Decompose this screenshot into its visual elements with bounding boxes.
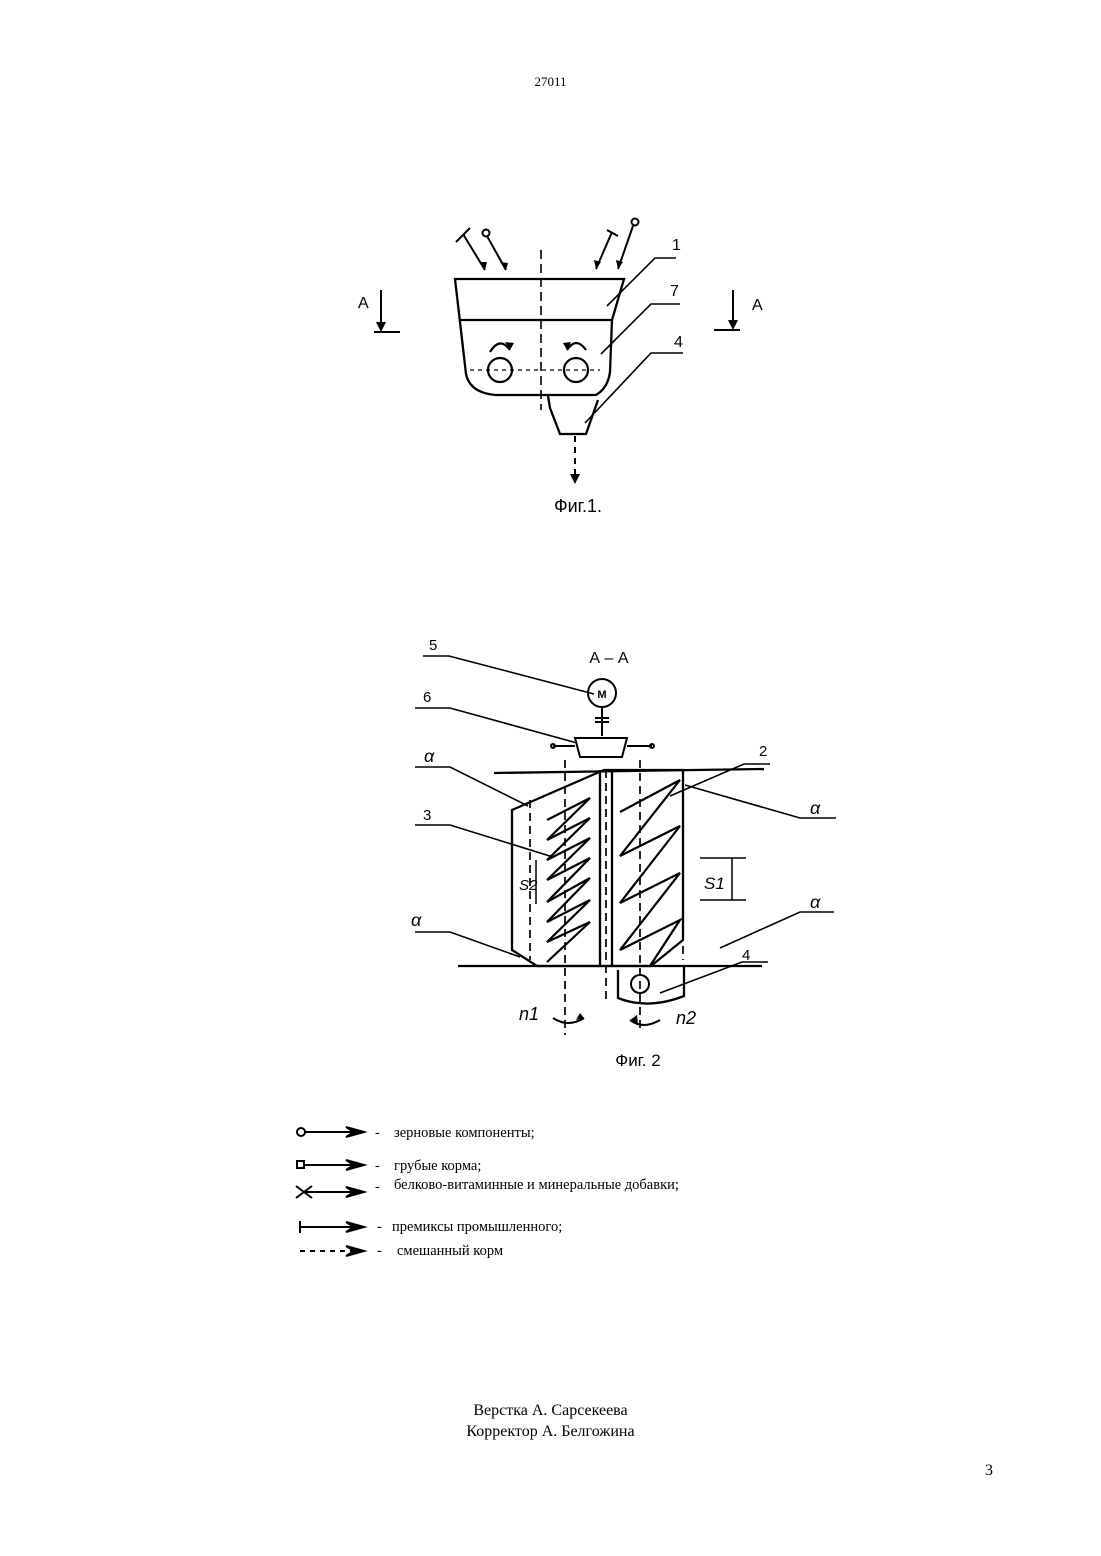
legend-text-additives: белково-витаминные и минеральные добавки… — [394, 1175, 714, 1196]
angle-label: α — [411, 910, 422, 930]
callout-5: 5 — [429, 637, 437, 654]
motor-label: М — [597, 689, 606, 701]
corrector-credit: Корректор А. Белгожина — [0, 1421, 1101, 1442]
square-arrow-icon — [297, 1160, 364, 1170]
speed-label-n2: n2 — [676, 1008, 696, 1028]
mixer-vessel — [455, 279, 624, 434]
page-number: 3 — [985, 1462, 993, 1480]
angle-label: α — [810, 798, 821, 818]
figure-2-caption: Фиг. 2 — [615, 1051, 660, 1070]
callout-4: 4 — [674, 334, 683, 351]
callout-7: 7 — [670, 283, 679, 300]
callout-6: 6 — [423, 689, 431, 706]
callout-2: 2 — [759, 743, 767, 760]
section-marker-right: А — [752, 297, 763, 314]
credits: Верстка А. Сарсекеева Корректор А. Белго… — [0, 1400, 1101, 1442]
legend: - зерновые компоненты; - грубые корма; -… — [290, 1115, 730, 1270]
legend-dash: - — [375, 1125, 380, 1141]
cross-arrow-icon — [296, 1186, 364, 1198]
dashed-arrow-icon — [300, 1246, 364, 1256]
legend-text-grain: зерновые компоненты; — [394, 1125, 535, 1141]
bar-arrow-icon — [300, 1221, 364, 1233]
callout-3: 3 — [423, 807, 431, 824]
circle-arrow-icon — [297, 1127, 364, 1137]
legend-text-premix: премиксы промышленного; — [392, 1219, 562, 1235]
angle-label: α — [424, 746, 435, 766]
legend-dash: - — [375, 1179, 380, 1195]
legend-dash: - — [377, 1243, 382, 1259]
section-marker-left: А — [358, 295, 369, 312]
callout-4: 4 — [742, 947, 750, 964]
figure-1-caption: Фиг.1. — [554, 496, 602, 516]
section-title: А – А — [589, 650, 628, 667]
figure-2: А – А М — [380, 630, 850, 1075]
pitch-label-s1: S1 — [704, 874, 725, 893]
figure-1: А А 1 7 4 Фиг.1. — [340, 205, 780, 535]
layout-credit: Верстка А. Сарсекеева — [0, 1400, 1101, 1421]
callout-1: 1 — [672, 237, 681, 254]
legend-dash: - — [375, 1158, 380, 1174]
legend-text-mixed-feed: смешанный корм — [397, 1243, 503, 1259]
legend-text-roughage: грубые корма; — [394, 1158, 481, 1174]
speed-label-n1: n1 — [519, 1004, 539, 1024]
legend-dash: - — [377, 1219, 382, 1235]
document-number: 27011 — [0, 74, 1101, 90]
pitch-label-s2: S2 — [519, 877, 538, 894]
angle-label: α — [810, 892, 821, 912]
